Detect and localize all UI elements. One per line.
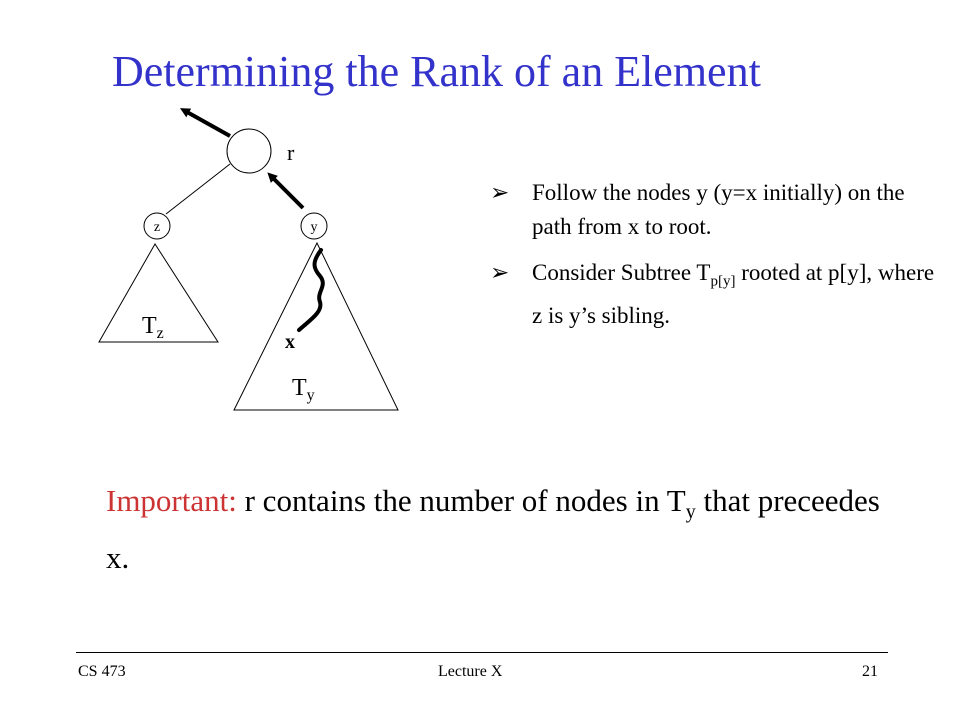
- x-label: x: [285, 331, 295, 353]
- bullet-item: ➢ Consider Subtree Tp[y] rooted at p[y],…: [490, 256, 945, 333]
- important-sub: y: [685, 501, 696, 524]
- root-label: r: [287, 140, 295, 165]
- bullet-text: Consider Subtree Tp[y] rooted at p[y], w…: [532, 260, 935, 328]
- bullet-item: ➢ Follow the nodes y (y=x initially) on …: [490, 176, 945, 244]
- important-note: Important: r contains the number of node…: [106, 478, 906, 581]
- root-node: [226, 128, 272, 174]
- right-subtree-label: Ty: [292, 375, 315, 404]
- arrow-root-up: [180, 108, 231, 138]
- path-y-to-x: [297, 248, 325, 332]
- slide-title: Determining the Rank of an Element: [112, 47, 761, 96]
- footer-course: CS 473: [78, 663, 126, 680]
- bullet-arrow-icon: ➢: [490, 260, 510, 285]
- edge-root-z: [165, 163, 231, 215]
- left-subtree-label: Tz: [142, 313, 164, 342]
- important-label: Important:: [106, 483, 237, 518]
- bullet-arrow-icon: ➢: [490, 180, 510, 205]
- bullet-text: Follow the nodes y (y=x initially) on th…: [532, 180, 905, 239]
- z-node: [143, 212, 171, 240]
- y-node: [300, 212, 328, 240]
- bullet-list: ➢ Follow the nodes y (y=x initially) on …: [490, 176, 945, 345]
- footer-lecture: Lecture X: [438, 663, 503, 680]
- important-text-after: that preceedes x.: [106, 483, 880, 576]
- important-text: r contains the number of nodes in T: [236, 483, 686, 518]
- left-subtree-triangle: [98, 243, 219, 343]
- footer-divider: [76, 652, 888, 653]
- right-subtree-triangle: [233, 241, 399, 411]
- y-node-label: y: [311, 220, 318, 235]
- footer-page-number: 21: [862, 663, 878, 680]
- z-node-label: z: [154, 220, 160, 235]
- arrow-y-to-root: [267, 172, 305, 210]
